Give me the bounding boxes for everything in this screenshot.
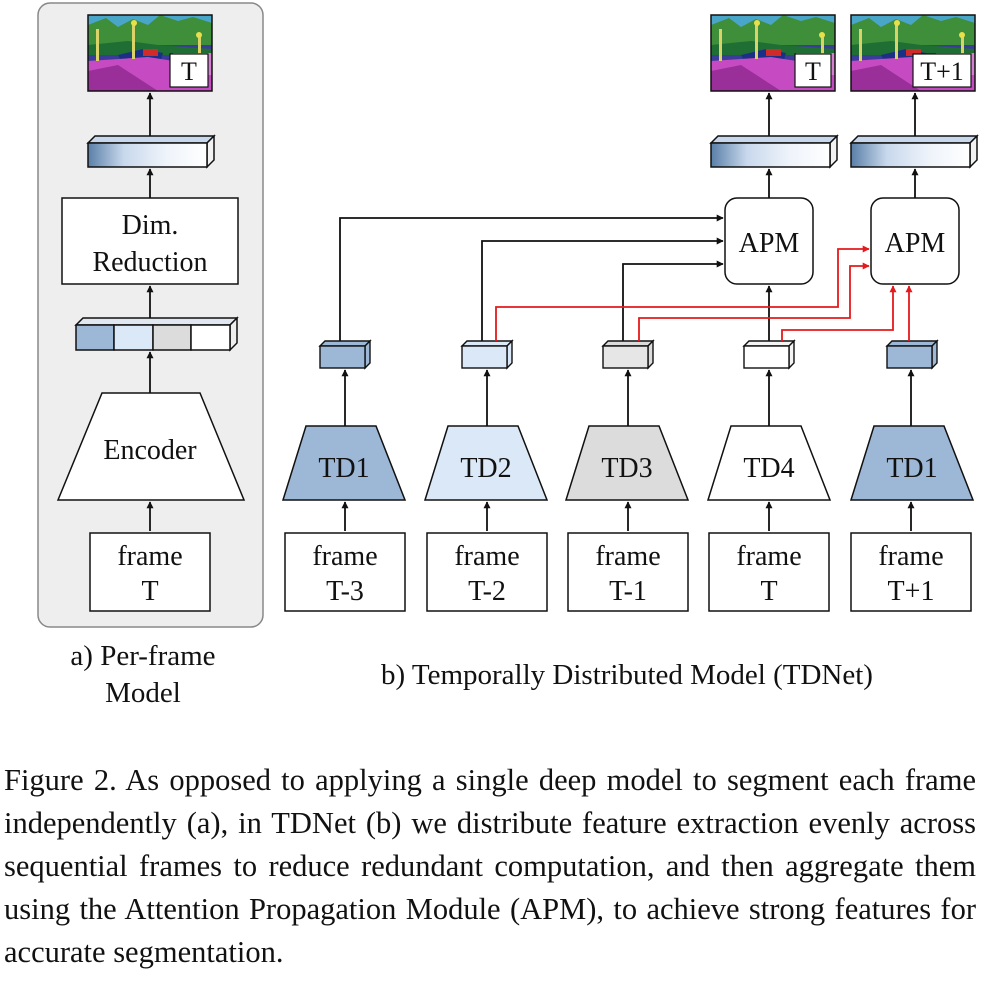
sub-feature-t-minus-3 xyxy=(318,339,372,370)
panel-a-caption-line2: Model xyxy=(105,677,181,709)
td-encoder-t-minus-1 xyxy=(564,425,690,501)
time-tag xyxy=(169,53,209,88)
dim-reduction-box xyxy=(61,197,239,285)
column-t-plus-1: TD1 frame T+1 xyxy=(849,339,975,612)
output-time-label-t: T xyxy=(805,57,821,86)
encoder-label: Encoder xyxy=(103,435,197,466)
frame-label-t-minus-2-line2: T-2 xyxy=(468,576,506,607)
frame-label-t-plus-1-line1: frame xyxy=(878,541,943,572)
time-tag xyxy=(912,53,972,88)
panel-b-column-arrows xyxy=(341,369,915,531)
td-label-t-minus-1: TD3 xyxy=(601,453,652,484)
frame-box-t-minus-2 xyxy=(426,532,548,612)
output-segmentation-image-t-plus-1: T+1 xyxy=(850,14,976,92)
panel-a-caption-line1: a) Per-frame xyxy=(70,640,215,672)
output-feature-block xyxy=(86,134,216,169)
output-segmentation-image: T xyxy=(87,14,213,92)
apm-t-input-arrows xyxy=(339,92,919,341)
column-t-minus-3: TD1 frame T-3 xyxy=(281,339,407,612)
dim-reduction-label-line2: Reduction xyxy=(92,247,207,278)
frame-box-t-minus-1 xyxy=(567,532,689,612)
sub-feature-t-minus-2 xyxy=(460,339,514,370)
td-encoder-t-plus-1 xyxy=(849,425,975,501)
frame-label-line2: T xyxy=(141,576,158,607)
output-segmentation-image-t: T xyxy=(710,14,836,92)
panel-b-caption: b) Temporally Distributed Model (TDNet) xyxy=(381,659,873,691)
frame-label-t-line1: frame xyxy=(736,541,801,572)
dim-reduction-label-line1: Dim. xyxy=(122,210,179,241)
column-t-minus-1: TD3 frame T-1 xyxy=(564,339,690,612)
concatenated-feature xyxy=(74,316,239,352)
encoder-block xyxy=(56,392,246,501)
td-encoder-t xyxy=(706,425,832,501)
frame-box xyxy=(89,532,211,612)
frame-label-line1: frame xyxy=(117,541,182,572)
td-encoder-t-minus-2 xyxy=(423,425,549,501)
output-feature-block-t-plus-1 xyxy=(849,134,979,169)
output-time-label: T xyxy=(181,57,197,86)
td-label-t-plus-1: TD1 xyxy=(886,453,937,484)
time-tag xyxy=(794,53,832,88)
td-encoder-t-minus-3 xyxy=(281,425,407,501)
column-t: TD4 frame T xyxy=(706,339,832,612)
column-t-minus-2: TD2 frame T-2 xyxy=(423,339,549,612)
frame-label-t-minus-3-line1: frame xyxy=(312,541,377,572)
sub-feature-t-minus-1 xyxy=(601,339,655,370)
frame-label-t-minus-2-line1: frame xyxy=(454,541,519,572)
frame-label-t-minus-3-line2: T-3 xyxy=(326,576,364,607)
tdnet-diagram: T Dim. Reduction Encoder frame T a) Per-… xyxy=(37,2,979,709)
figure-caption: Figure 2. As opposed to applying a singl… xyxy=(4,762,976,969)
frame-label-t-plus-1-line2: T+1 xyxy=(888,576,935,607)
apm-t-plus-1-input-arrows xyxy=(495,245,913,341)
td-label-t: TD4 xyxy=(743,453,794,484)
output-feature-block-t xyxy=(709,134,839,169)
output-time-label-t-plus-1: T+1 xyxy=(920,57,964,86)
frame-label-t-minus-1-line2: T-1 xyxy=(609,576,647,607)
td-label-t-minus-2: TD2 xyxy=(460,453,511,484)
frame-box-t xyxy=(708,532,830,612)
frame-label-t-line2: T xyxy=(760,576,777,607)
apm-label-t-plus-1: APM xyxy=(885,228,946,259)
apm-label-t: APM xyxy=(739,228,800,259)
frame-box-t-plus-1 xyxy=(850,532,972,612)
sub-feature-t-plus-1 xyxy=(885,339,939,370)
frame-box-t-minus-3 xyxy=(284,532,406,612)
td-label-t-minus-3: TD1 xyxy=(318,453,369,484)
sub-feature-t xyxy=(742,339,796,370)
frame-label-t-minus-1-line1: frame xyxy=(595,541,660,572)
